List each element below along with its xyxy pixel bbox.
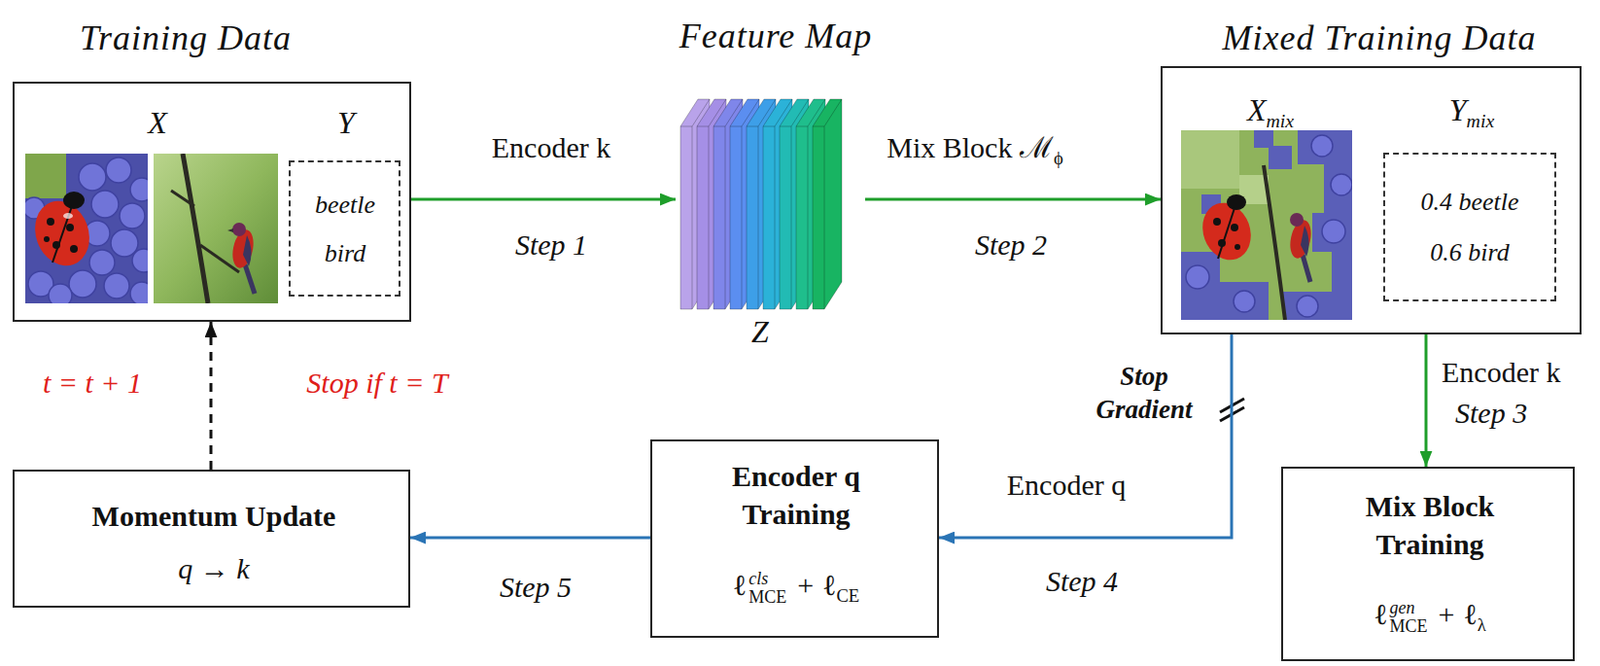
node-text: ℓ	[822, 568, 836, 601]
text-line: t = t + 1	[42, 366, 142, 400]
node-text: bird	[324, 239, 366, 268]
operator: +	[797, 568, 814, 601]
subscript: mix	[1265, 108, 1294, 131]
connector-arrow	[410, 536, 651, 540]
edge-label: Step 5	[499, 570, 572, 603]
edge-label: Encoder q	[1007, 468, 1126, 501]
connector-arrow	[865, 198, 1161, 202]
node-text: Y	[1449, 92, 1467, 128]
text-line: Mix Block Training	[1313, 486, 1547, 563]
process-box: Encoder q TrainingℓclsMCE+ℓCE	[650, 439, 940, 638]
node-text: Mixed Training Data	[1222, 18, 1537, 58]
text-line: Step 4	[1045, 564, 1118, 598]
annotation-label: Stop if t = T	[306, 366, 448, 399]
text-line: Step 3	[1455, 396, 1528, 430]
text-line: Mix Block ℳϕ	[886, 126, 1063, 170]
text-line: Encoder q Training	[679, 456, 913, 533]
text-line: Stop Gradient	[1080, 360, 1208, 427]
node-text: Z	[751, 313, 769, 349]
connector-arrow	[939, 334, 1232, 538]
text-line: Step 2	[974, 228, 1047, 262]
text-line: q → k	[177, 552, 249, 586]
connector-arrow	[411, 198, 676, 202]
text-line: Ymix	[1449, 92, 1495, 133]
text-line: Step 1	[515, 228, 588, 262]
text-line: Step 5	[499, 570, 572, 604]
subscript: MCE	[748, 588, 787, 607]
edge-label: Mix Block ℳ	[886, 131, 1054, 164]
bird-photo	[153, 153, 279, 304]
annotation-label: Step 1	[515, 228, 588, 261]
text-line: X	[147, 104, 168, 141]
text-line: Encoder q	[1007, 468, 1126, 502]
script-stack: genMCE	[1390, 598, 1428, 636]
annotation-label: Stop Gradient	[1095, 361, 1192, 424]
node-text: Mix Block Training	[1365, 489, 1496, 560]
text-line: Z	[751, 313, 769, 350]
node-text: 0.4 beetle	[1420, 187, 1519, 216]
node-text: ℓ	[1462, 597, 1477, 630]
mixed-photo	[1181, 130, 1353, 320]
annotation-label: Step 4	[1045, 564, 1118, 597]
text-line: Y	[337, 104, 355, 141]
node-text: Momentum Update	[92, 499, 337, 532]
node-text: ℓ	[732, 568, 747, 601]
text-line: Xmix	[1247, 92, 1294, 133]
annotation-label: Step 3	[1455, 396, 1528, 429]
connector-arrow	[209, 321, 213, 470]
superscript: cls	[748, 569, 787, 589]
script-stack: clsMCE	[748, 569, 787, 607]
subscript: CE	[835, 584, 860, 605]
text-line: 0.6 bird	[1429, 238, 1509, 268]
node-text: Y	[337, 104, 355, 140]
text-line: Feature Map	[679, 15, 873, 57]
connector-arrow	[1425, 334, 1428, 467]
text-line: 0.4 beetle	[1420, 187, 1519, 217]
data-panel: Training DataXYbeetlebird	[12, 81, 412, 322]
text-line: ℓgenMCE+ℓλ	[1373, 597, 1487, 636]
edge-label: Encoder k	[1441, 355, 1561, 388]
data-panel: Mixed Training DataXmixYmix0.4 beetle0.6…	[1160, 66, 1582, 335]
feature-map: Feature MapZ	[675, 92, 866, 317]
annotation-label: Step 2	[974, 228, 1047, 261]
text-line: ℓclsMCE+ℓCE	[732, 568, 860, 607]
feature-map-stack	[680, 99, 842, 310]
subscript: mix	[1466, 108, 1496, 131]
subscript: MCE	[1390, 617, 1428, 636]
operator: +	[1438, 597, 1456, 630]
text-line: bird	[324, 239, 366, 269]
node-text: ℓ	[1373, 597, 1388, 630]
node-text: Encoder q Training	[731, 459, 861, 530]
node-text: X	[1247, 92, 1267, 128]
label-box: beetle bird	[288, 160, 401, 297]
node-text: q → k	[177, 552, 249, 585]
annotation-label: t = t + 1	[42, 366, 142, 399]
superscript: gen	[1390, 598, 1428, 618]
text-line: Encoder k	[1441, 355, 1561, 389]
text-line: Training Data	[79, 17, 292, 59]
edge-label: Encoder k	[491, 131, 611, 164]
node-text: 0.6 bird	[1429, 238, 1509, 267]
node-text: Training Data	[79, 18, 292, 58]
subscript: λ	[1477, 613, 1487, 634]
process-box: Momentum Update q → k	[12, 469, 411, 608]
text-line: Mixed Training Data	[1222, 17, 1537, 59]
text-line: Momentum Update	[92, 496, 337, 535]
node-text: Feature Map	[679, 16, 873, 56]
text-line: beetle	[314, 190, 376, 220]
label-box: 0.4 beetle 0.6 bird	[1383, 152, 1557, 302]
node-text: X	[147, 104, 168, 140]
process-box: Mix Block TrainingℓgenMCE+ℓλ	[1281, 466, 1575, 661]
node-text: beetle	[314, 190, 376, 219]
subscript: ϕ	[1053, 147, 1064, 169]
text-line: Encoder k	[491, 131, 611, 165]
ladybug-photo	[25, 153, 148, 304]
text-line: Stop if t = T	[306, 366, 448, 400]
